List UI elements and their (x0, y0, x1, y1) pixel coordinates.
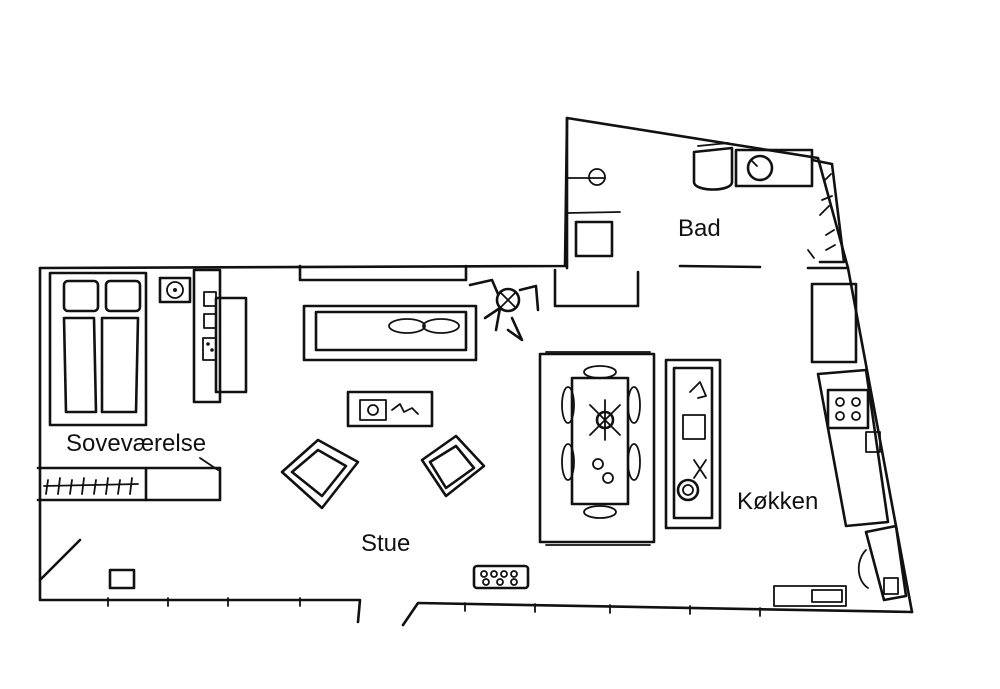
coffee-table-icon (346, 390, 434, 428)
shower-drain-icon (588, 168, 606, 186)
armchair-icon (280, 438, 360, 510)
nightstand-icon (158, 276, 192, 304)
lamp-icon (108, 568, 136, 590)
living-room-label: Stue (361, 530, 411, 557)
outer-walls (38, 116, 914, 627)
double-bed-icon (48, 271, 148, 427)
kitchen-label: Køkken (737, 488, 819, 515)
bathroom-sink-icon (734, 148, 814, 188)
toilet-icon (692, 142, 734, 191)
bench-icon (472, 564, 530, 590)
bedroom (36, 457, 222, 502)
plant-icon (468, 278, 540, 342)
kitchen-sink-icon (865, 431, 881, 453)
bedroom-label: Soveværelse (66, 430, 207, 457)
bathroom (565, 116, 850, 270)
stove-icon (826, 388, 870, 430)
dining-rug-icon (538, 351, 656, 546)
shelf-icon (192, 268, 248, 404)
wall-shelf-icon (298, 264, 640, 308)
wardrobe-icon (43, 477, 139, 495)
bathroom-cabinet-icon (807, 158, 846, 264)
washing-machine-icon (574, 220, 614, 258)
kitchen-island-icon (664, 358, 722, 530)
dining-table-icon (561, 365, 641, 519)
fridge-icon (810, 282, 858, 364)
kitchen-cabinet-icon (773, 549, 899, 607)
kitchen-counter-icon (816, 368, 908, 602)
sofa-icon (302, 304, 478, 362)
armchair-icon (420, 434, 486, 498)
bathroom-label: Bad (678, 215, 721, 242)
